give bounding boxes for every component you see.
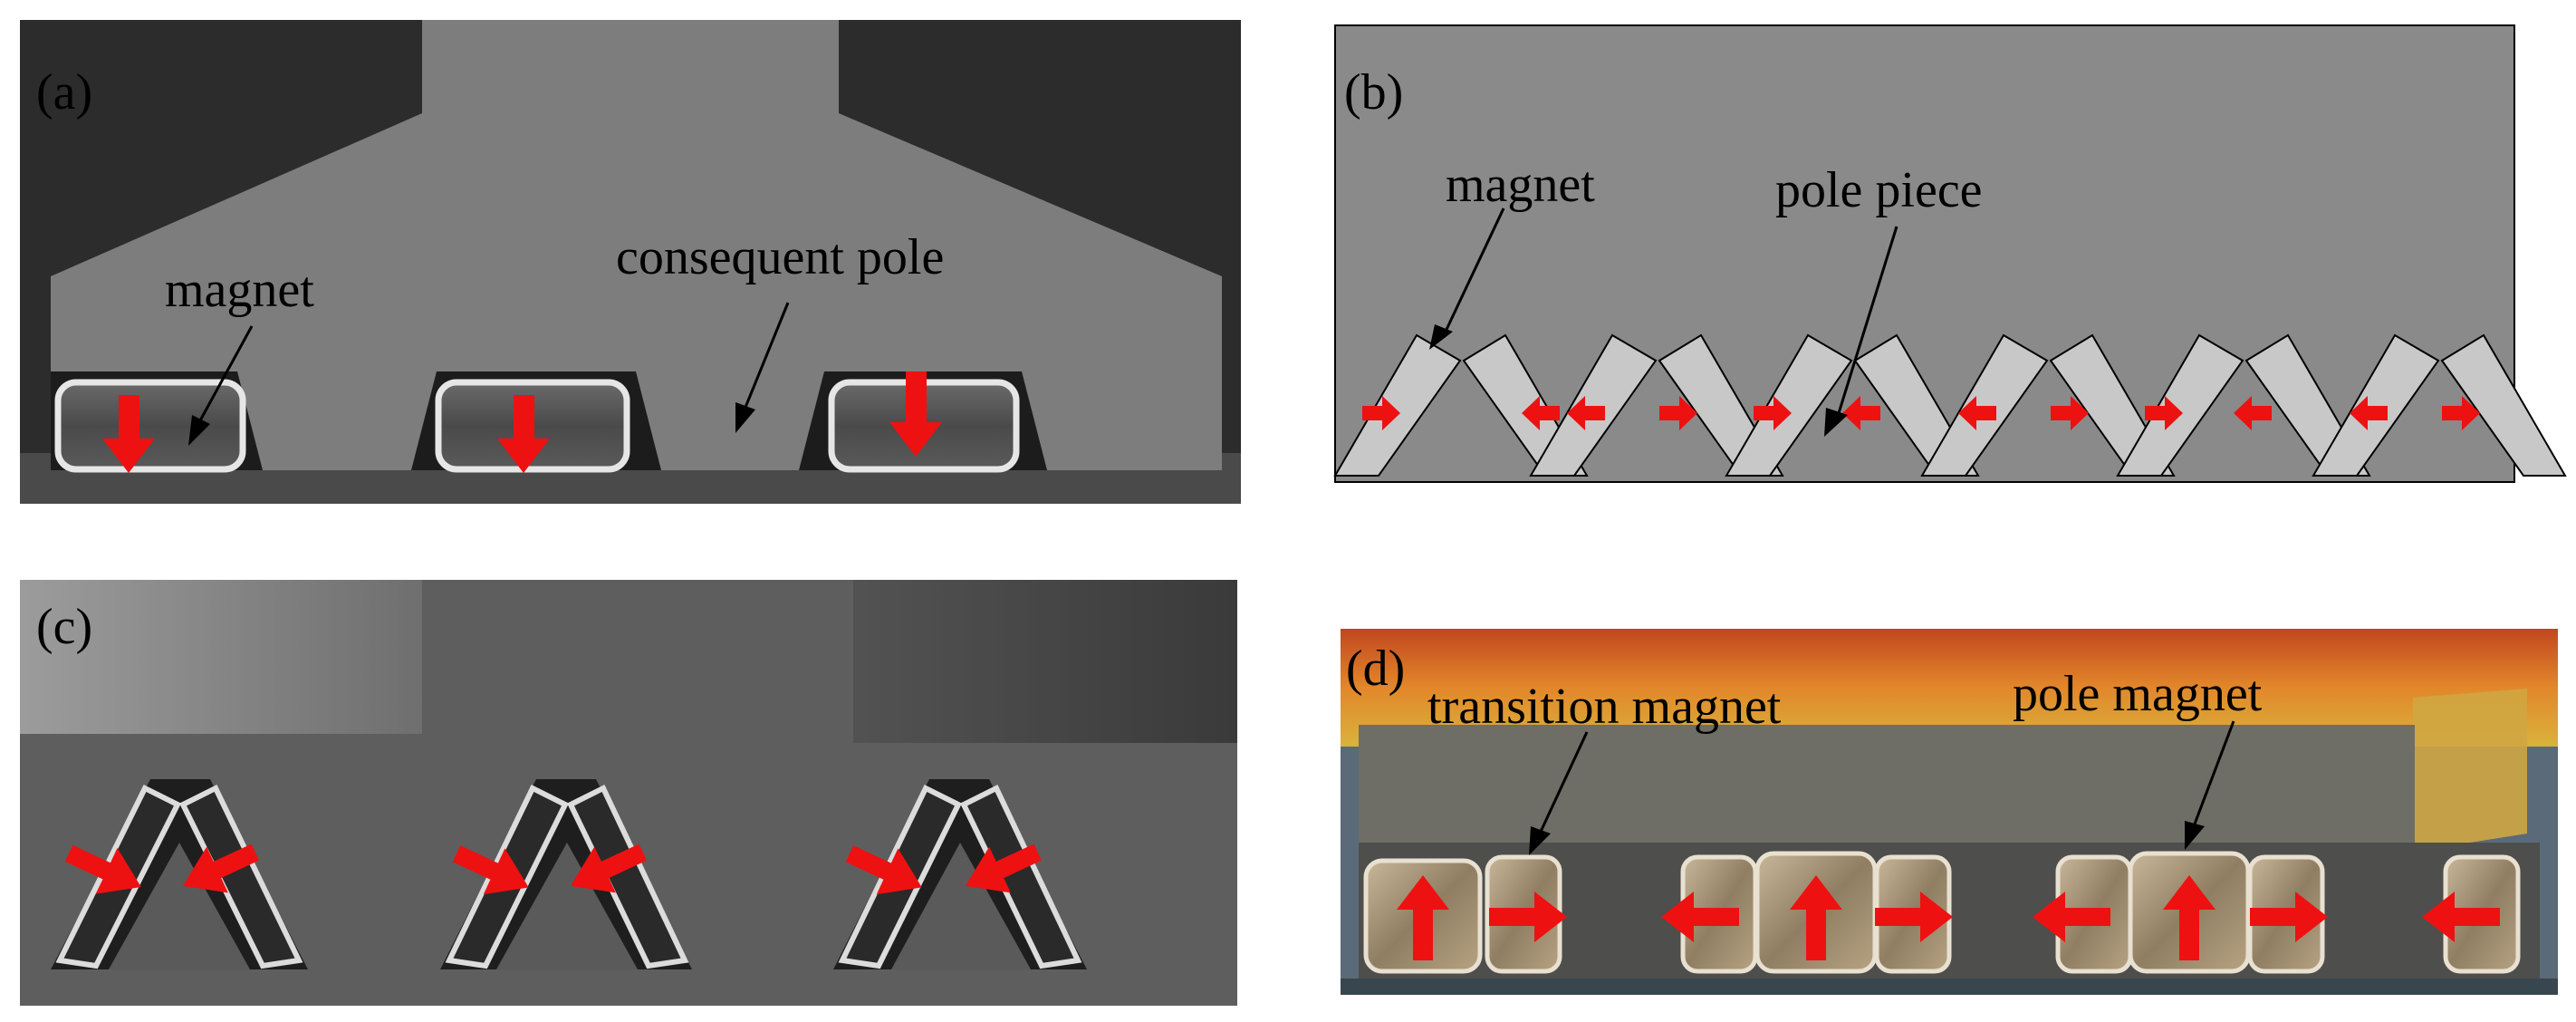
- panel-d-pole-leader: [2192, 720, 2235, 827]
- panel-d-tape-side: [2413, 689, 2527, 852]
- panel-d-transition-leader-head: [1529, 826, 1551, 855]
- panel-d-arrow-up: [1397, 875, 1449, 960]
- panel-d-pole-leader-head: [2185, 821, 2205, 850]
- panel-b-magnet-leader: [1442, 207, 1505, 336]
- panel-c-letter: (c): [36, 599, 92, 655]
- panel-b-magnet: [2440, 333, 2567, 477]
- panel-b-arrow: [2442, 396, 2480, 430]
- panel-a-magnet-1-arrow: [102, 395, 155, 473]
- panel-b-arrow: [1842, 396, 1880, 430]
- panel-b-magnet: [2312, 333, 2440, 477]
- panel-d-arrow-left: [2422, 892, 2500, 942]
- panel-d-floor: [1341, 979, 2558, 995]
- panel-d-arrow-up: [1790, 875, 1842, 960]
- panel-b: (b) magnet pole piece: [1333, 24, 2567, 483]
- panel-b-arrow: [1567, 396, 1605, 430]
- panel-c-pole-1: [109, 843, 250, 969]
- panel-c-pole-2: [496, 843, 638, 969]
- panel-c: (c): [20, 580, 1237, 1006]
- panel-b-pole-piece-label: pole piece: [1775, 162, 1983, 218]
- panel-d-arrow-left: [1661, 892, 1739, 942]
- panel-a-consequent-pole-label: consequent pole: [616, 229, 944, 285]
- panel-b-magnet-leader-head: [1429, 324, 1453, 350]
- panel-b-arrow: [1659, 396, 1697, 430]
- panel-d-arrows: [1397, 875, 2500, 960]
- panel-d-arrow-right: [1875, 892, 1953, 942]
- panel-c-pole-3: [891, 843, 1031, 969]
- panel-b-magnet: [1529, 333, 1658, 477]
- panel-a-pole-leader-head: [735, 402, 755, 433]
- panel-d-arrow-up: [2163, 875, 2216, 960]
- panel-d-arrow-right: [1489, 892, 1567, 942]
- panel-a-stator-tooth: [51, 20, 1222, 470]
- panel-c-arrow: [965, 844, 1042, 893]
- panel-b-arrow: [2350, 396, 2388, 430]
- panel-c-arrow: [64, 844, 141, 894]
- panel-a: (a) magnet consequent pole: [20, 20, 1241, 504]
- panel-b-magnet-label: magnet: [1446, 157, 1595, 213]
- panel-c-magnet: [178, 784, 303, 969]
- panel-b-magnet: [1920, 333, 2049, 477]
- panel-a-magnet-2-arrow: [497, 395, 550, 473]
- panel-c-arrow: [845, 845, 922, 895]
- panel-a-magnet-leader: [197, 325, 254, 423]
- panel-b-pole-piece-leader: [1837, 226, 1898, 414]
- panel-d-pole-magnet-label: pole magnet: [2013, 666, 2263, 722]
- panel-d-transition-leader: [1538, 731, 1589, 834]
- panel-b-magnet: [1725, 333, 1853, 477]
- panel-c-arrow: [570, 844, 647, 893]
- panel-b-letter: (b): [1344, 64, 1403, 121]
- panel-b-magnet-pairs: [1333, 333, 2567, 477]
- panel-b-arrows: [1362, 396, 2480, 430]
- panel-c-magnet: [567, 784, 689, 969]
- panel-d-transition-magnet-label: transition magnet: [1427, 679, 1782, 735]
- panel-a-letter: (a): [36, 64, 92, 121]
- panel-b-pole-piece-leader-head: [1824, 408, 1848, 437]
- panel-d: (d) transition magnet pole magnet: [1341, 629, 2558, 995]
- panel-b-arrow: [1958, 396, 1996, 430]
- panel-c-magnet: [960, 784, 1082, 969]
- panel-b-magnet: [2116, 333, 2244, 477]
- panel-b-arrow: [2051, 396, 2089, 430]
- panel-b-arrow: [2145, 396, 2183, 430]
- panel-d-arrow-left: [2033, 892, 2110, 942]
- panel-a-magnet-leader-head: [188, 415, 210, 446]
- panel-b-arrow: [2234, 396, 2272, 430]
- panel-c-arrows: [64, 844, 1042, 895]
- panel-b-arrow: [1522, 396, 1560, 430]
- panel-a-magnet-3-arrow: [889, 371, 942, 457]
- panel-b-arrow: [1362, 396, 1400, 430]
- panel-b-magnet: [1333, 333, 1462, 477]
- panel-a-pole-leader: [743, 302, 790, 410]
- panel-b-arrow: [1754, 396, 1792, 430]
- panel-c-arrow: [182, 844, 259, 893]
- panel-a-magnet-label: magnet: [165, 262, 314, 318]
- panel-d-letter: (d): [1346, 641, 1405, 697]
- panel-c-arrow: [452, 845, 529, 895]
- panel-a-magnet-1: [54, 379, 246, 473]
- panel-d-steel-block: [1359, 725, 2415, 852]
- panel-d-arrow-right: [2250, 892, 2328, 942]
